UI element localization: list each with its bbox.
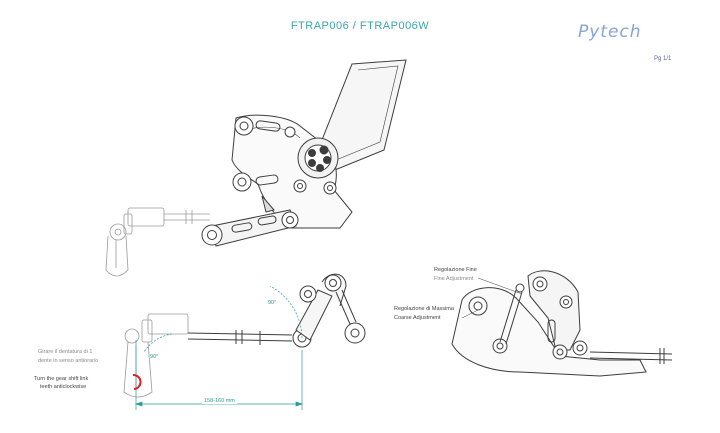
angle-label-inner: 90°	[150, 354, 159, 360]
drawing-title: FTRAP006 / FTRAP006W	[290, 20, 430, 32]
note-en-line2: teeth anticlockwise	[40, 384, 87, 390]
top-rearset-view	[201, 59, 407, 247]
mount-hole	[232, 172, 252, 192]
note-it-line2: dente in senso antiorario	[38, 358, 99, 364]
page-number: Pg 1/1	[654, 56, 672, 62]
fine-adjuster-rod	[499, 289, 517, 343]
bracket-hole	[468, 296, 488, 316]
fine-adjust-label-it: Regolazione Fine	[434, 267, 477, 273]
mount-hole	[234, 116, 254, 136]
lever-link	[295, 289, 333, 341]
note-en-line1: Turn the gear shift link	[34, 376, 89, 382]
brand-logo: Pytech	[578, 22, 642, 42]
note-it-line1: Girare il dentatura di 1	[38, 349, 93, 355]
length-label: 158-160 mm	[202, 398, 237, 404]
angle-arc-inner	[143, 333, 173, 353]
arm-pivot	[201, 224, 223, 246]
shift-rod	[187, 332, 293, 336]
lower-pivot	[552, 344, 568, 360]
footpeg-blade	[317, 59, 407, 173]
rod-end	[344, 322, 366, 344]
bottom-left-view	[123, 273, 366, 410]
angle-label-outer: 90°	[268, 300, 277, 306]
coarse-adjust-label-it: Regolazione di Massima	[394, 306, 454, 312]
top-shift-rod	[105, 207, 210, 277]
fine-adjust-label-en: Fine Adjustment	[434, 276, 474, 282]
bottom-right-view	[451, 270, 673, 377]
side-bracket	[451, 287, 647, 377]
coarse-adjust-label-en: Coarse Adjustment	[394, 315, 441, 321]
rotation-arrow-icon	[132, 374, 142, 390]
angle-arc-outer	[269, 285, 303, 339]
